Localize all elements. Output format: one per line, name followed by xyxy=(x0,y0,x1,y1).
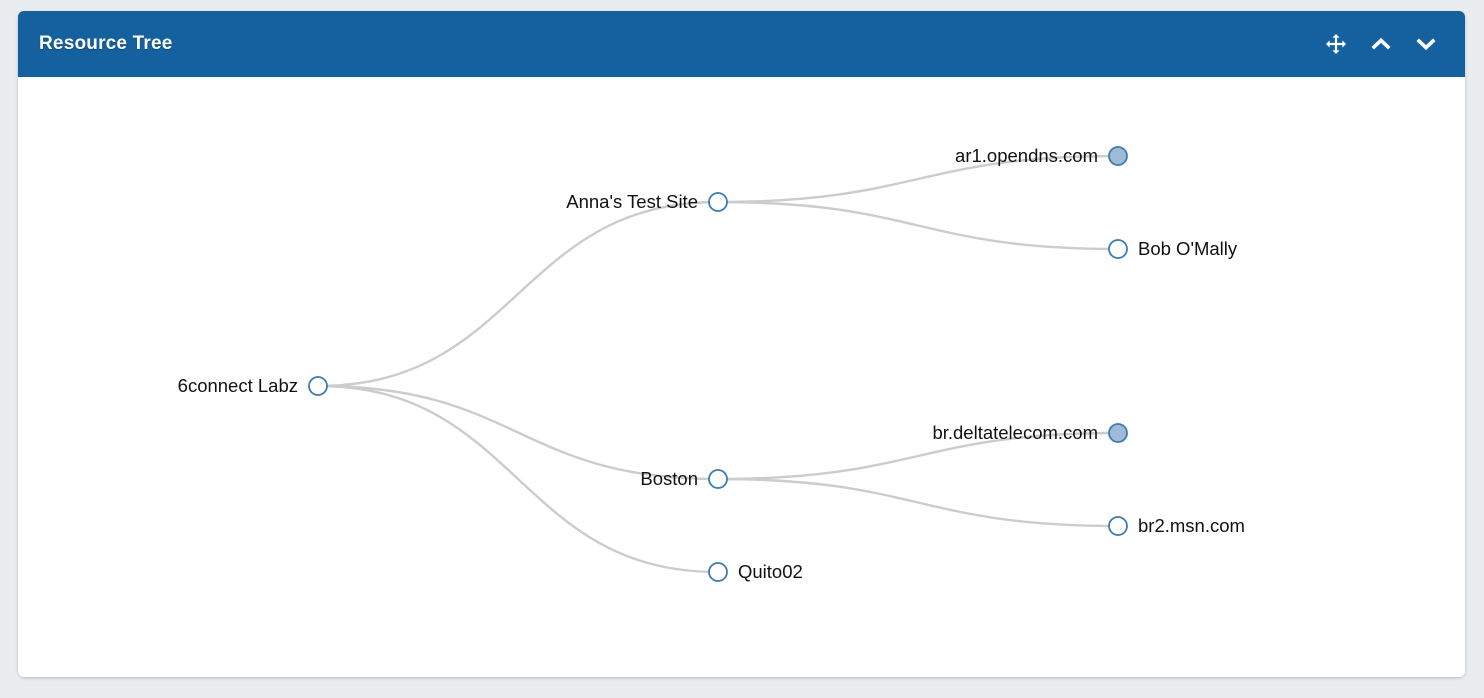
tree-link xyxy=(717,200,1119,251)
tree-link xyxy=(717,431,1119,481)
tree-node-label: Anna's Test Site xyxy=(566,191,698,212)
tree-node-6connect-labz[interactable]: 6connect Labz xyxy=(178,375,328,396)
tree-node-circle[interactable] xyxy=(308,376,328,396)
chevron-up-icon[interactable] xyxy=(1366,29,1396,59)
tree-link xyxy=(717,154,1119,204)
tree-node-br2-msn-com[interactable]: br2.msn.com xyxy=(1108,515,1245,536)
tree-node-bob-omally[interactable]: Bob O'Mally xyxy=(1108,238,1238,259)
panel-toolbar xyxy=(1321,29,1441,59)
tree-nodes-layer: 6connect Labz Anna's Test Site ar1.opendns… xyxy=(178,145,1245,582)
tree-node-label: br.deltatelecom.com xyxy=(932,422,1098,443)
tree-node-circle[interactable] xyxy=(1108,516,1128,536)
tree-node-label: Boston xyxy=(640,468,698,489)
tree-node-circle[interactable] xyxy=(708,562,728,582)
tree-node-circle[interactable] xyxy=(1108,239,1128,259)
tree-node-label: 6connect Labz xyxy=(178,375,298,396)
tree-node-boston[interactable]: Boston xyxy=(640,468,728,489)
tree-node-label: Quito02 xyxy=(738,561,803,582)
panel-header: Resource Tree xyxy=(18,11,1465,77)
tree-node-label: Bob O'Mally xyxy=(1138,238,1238,259)
tree-node-circle[interactable] xyxy=(708,192,728,212)
tree-link xyxy=(317,384,719,574)
tree-link xyxy=(717,477,1119,528)
tree-node-label: br2.msn.com xyxy=(1138,515,1245,536)
page-title: Resource Tree xyxy=(39,33,173,54)
tree-node-br-deltatelecom-com[interactable]: br.deltatelecom.com xyxy=(932,422,1128,443)
tree-node-circle[interactable] xyxy=(1108,146,1128,166)
tree-node-circle[interactable] xyxy=(1108,423,1128,443)
tree-node-quito02[interactable]: Quito02 xyxy=(708,561,803,582)
chevron-down-icon[interactable] xyxy=(1411,29,1441,59)
tree-link xyxy=(317,384,719,481)
tree-links-layer xyxy=(317,154,1119,574)
tree-link xyxy=(317,200,719,388)
resource-tree-graph[interactable]: 6connect Labz Anna's Test Site ar1.opendns… xyxy=(18,77,1465,677)
tree-canvas: 6connect Labz Anna's Test Site ar1.opendns… xyxy=(18,77,1465,677)
tree-node-circle[interactable] xyxy=(708,469,728,489)
move-icon[interactable] xyxy=(1321,29,1351,59)
tree-node-ar1-opendns-com[interactable]: ar1.opendns.com xyxy=(955,145,1128,166)
tree-node-annas-test-site[interactable]: Anna's Test Site xyxy=(566,191,728,212)
tree-node-label: ar1.opendns.com xyxy=(955,145,1098,166)
